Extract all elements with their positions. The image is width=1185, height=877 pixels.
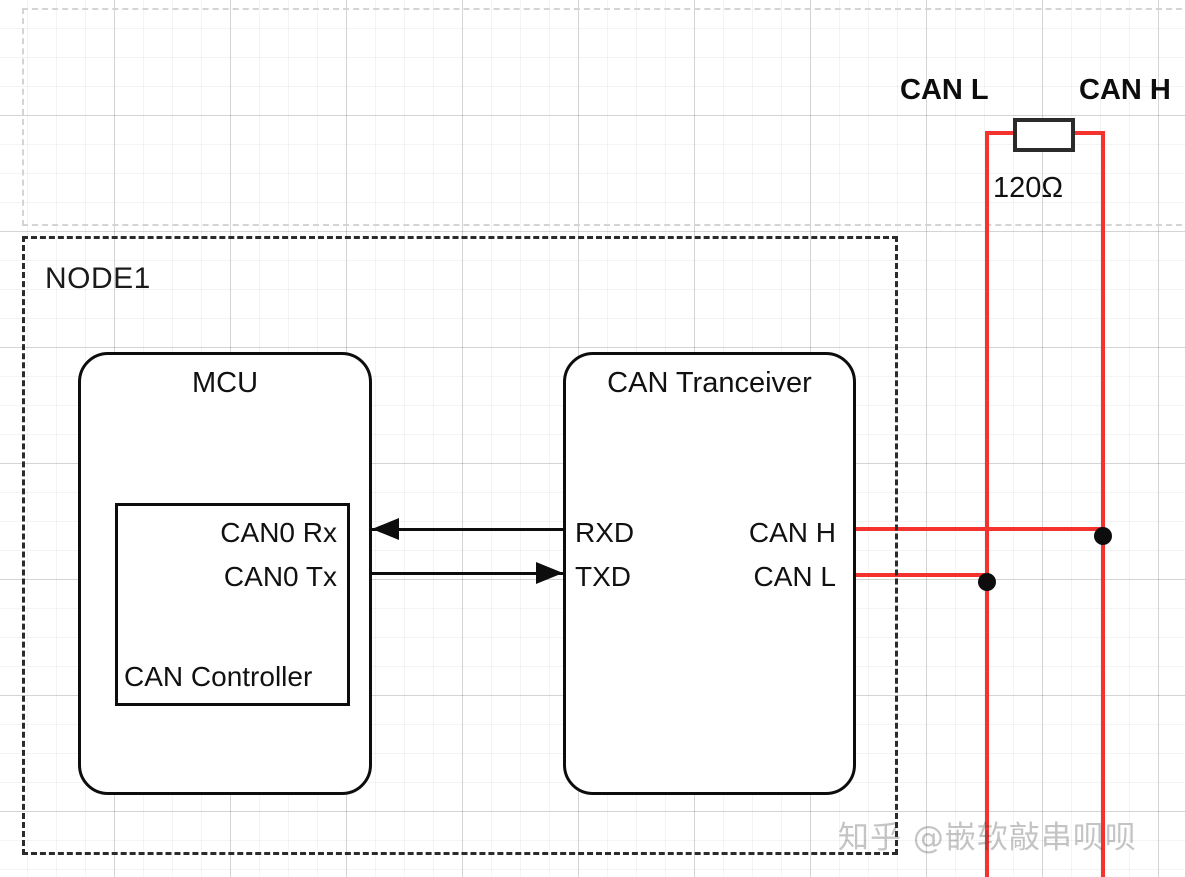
pin-can-h: CAN H	[748, 517, 836, 548]
can-controller-label: CAN Controller	[124, 661, 313, 692]
transceiver-left-pins: RXD TXD	[575, 511, 634, 599]
transceiver-right-pins: CAN H CAN L	[690, 511, 836, 599]
can-controller-block	[115, 503, 350, 706]
signal-line-tx	[372, 572, 563, 575]
bus-label-can-h: CAN H	[1079, 74, 1171, 106]
terminating-resistor-label: 120Ω	[993, 172, 1064, 204]
bus-wire-can-l	[856, 573, 989, 577]
pin-can0-rx: CAN0 Rx	[220, 517, 337, 548]
bus-rail-can-h	[1101, 131, 1105, 877]
terminating-resistor	[1013, 118, 1075, 152]
can-controller-pins: CAN0 Rx CAN0 Tx	[115, 511, 337, 599]
can-transceiver-block	[563, 352, 856, 795]
bus-wire-terminator-left	[985, 131, 1015, 135]
can-transceiver-title: CAN Tranceiver	[607, 367, 812, 399]
arrow-head-rx	[372, 518, 399, 540]
pin-can-l: CAN L	[753, 561, 836, 592]
node1-label: NODE1	[45, 262, 151, 295]
junction-can-h	[1094, 527, 1112, 545]
junction-can-l	[978, 573, 996, 591]
pin-can0-tx: CAN0 Tx	[223, 561, 337, 592]
bus-label-can-l: CAN L	[900, 74, 989, 106]
arrow-head-tx	[536, 562, 563, 584]
bus-rail-can-l	[985, 131, 989, 877]
mcu-title: MCU	[191, 367, 259, 399]
signal-line-rx	[372, 528, 563, 531]
bus-wire-terminator-right	[1073, 131, 1105, 135]
bus-wire-can-h	[856, 527, 1105, 531]
node1-boundary	[22, 236, 898, 855]
pin-txd: TXD	[575, 561, 631, 592]
pin-rxd: RXD	[575, 517, 635, 548]
